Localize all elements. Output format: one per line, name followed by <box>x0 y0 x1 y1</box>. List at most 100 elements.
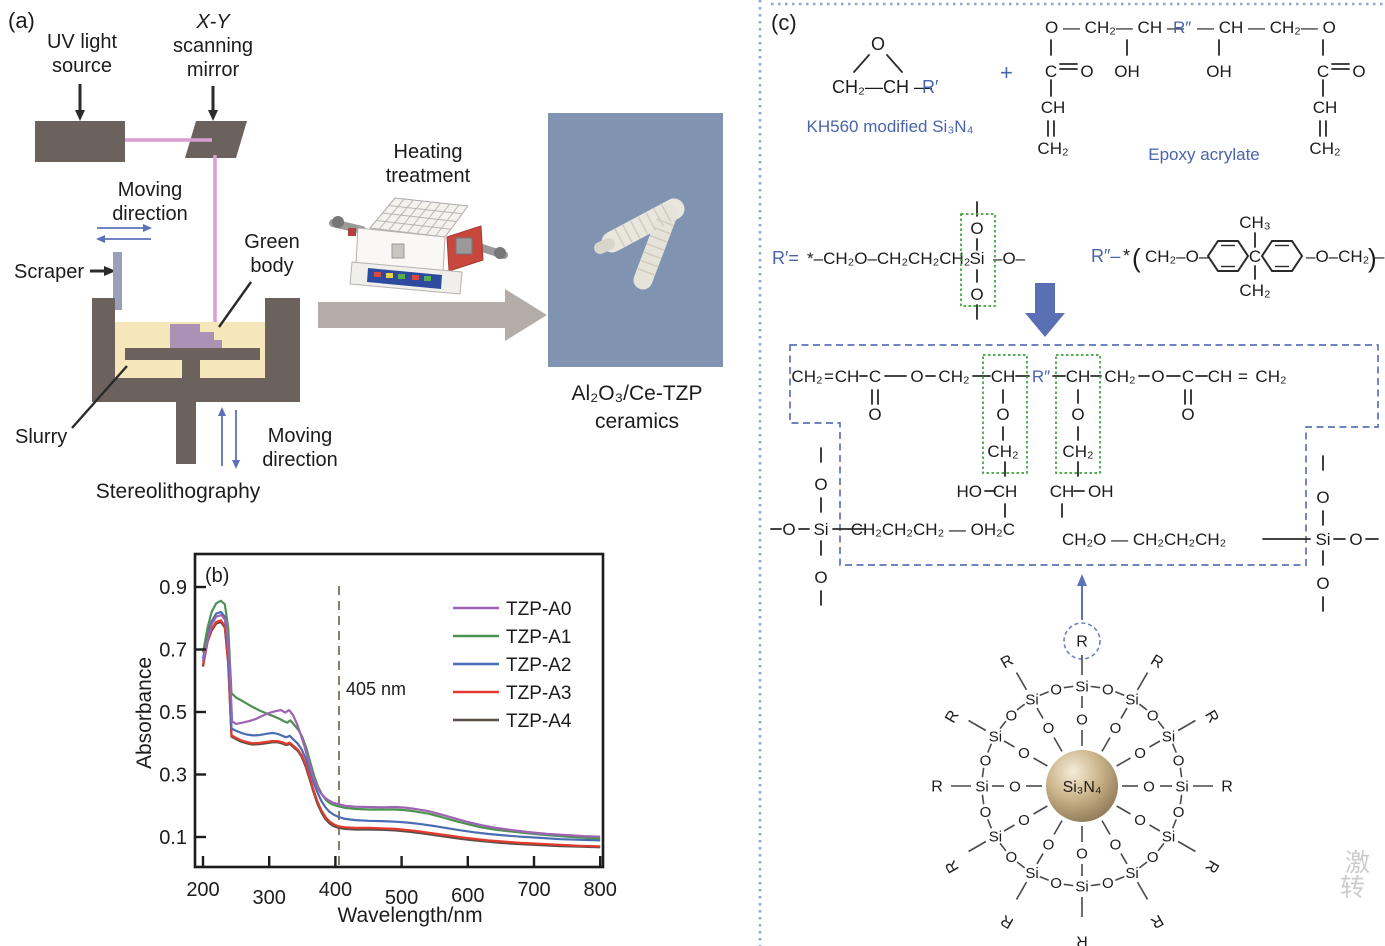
particle-atom-label: R <box>1076 933 1088 946</box>
particle-atom-label: Si <box>1075 678 1088 695</box>
svg-text:=: = <box>1238 367 1248 386</box>
bonds <box>1047 39 1350 137</box>
particle-atom-label: O <box>1018 812 1030 829</box>
svg-text:C: C <box>1045 62 1057 81</box>
panel-a-tag: (a) <box>8 8 35 33</box>
moving-h-arrow-icons <box>96 224 152 243</box>
particle-atom-label: Si <box>1075 878 1088 895</box>
particle-atom-label: O <box>1009 778 1021 795</box>
particle-atom-label: R <box>1147 911 1166 932</box>
legend-label: TZP-A3 <box>506 683 571 704</box>
scraper-blade <box>113 252 122 310</box>
svg-text:O: O <box>814 568 827 587</box>
glycidyl-highlight-right <box>1055 354 1101 474</box>
green-body-label-1: Green <box>244 231 300 253</box>
si3n4-core-label: Si₃N₄ <box>1063 779 1102 796</box>
result-label-1: Al₂O₃/Ce-TZP <box>571 382 702 405</box>
svg-text:CH₂–O–: CH₂–O– <box>1145 247 1209 266</box>
particle-atom-label: R <box>998 911 1017 932</box>
svg-text:OH: OH <box>1114 62 1140 81</box>
plus-sign: + <box>1000 60 1013 85</box>
svg-text:O: O <box>1071 405 1084 424</box>
y-tick-label: 0.1 <box>159 827 187 849</box>
particle-atom-label: Si <box>975 778 988 795</box>
svg-text:–*: –* <box>1375 247 1385 266</box>
moving-h-label-1: Moving <box>118 179 182 201</box>
curve-TZP-A1 <box>201 599 601 840</box>
panel-b-tag: (b) <box>205 565 229 587</box>
y-tick-label: 0.7 <box>159 640 187 662</box>
svg-text:O: O <box>814 475 827 494</box>
svg-text:CH₂: CH₂ <box>1309 139 1340 158</box>
uv-source-box <box>35 121 125 162</box>
svg-text:HO: HO <box>957 482 983 501</box>
moving-h-label-2: direction <box>112 203 188 225</box>
svg-text:CH: CH <box>1050 482 1075 501</box>
watermark-line-2: 转 <box>1340 874 1365 902</box>
particle-atom-label: O <box>1147 849 1159 866</box>
kh560-caption: KH560 modified Si₃N₄ <box>807 117 974 136</box>
si3n4-sphere <box>1046 750 1118 822</box>
particle-atom-label: O <box>1102 875 1114 892</box>
particle-atom-label: O <box>1018 745 1030 762</box>
x-tick-label: 800 <box>584 879 617 901</box>
svg-text:CH₂CH₂CH₂ — OH₂C: CH₂CH₂CH₂ — OH₂C <box>851 520 1015 539</box>
svg-text:–O–: –O– <box>993 249 1026 268</box>
particle-atom-label: O <box>1134 745 1146 762</box>
y-tick-label: 0.9 <box>159 577 187 599</box>
particle-atom-label: O <box>1173 804 1185 821</box>
svg-text:CH: CH <box>1041 98 1066 117</box>
ceramics-photo <box>548 113 723 367</box>
svg-text:— CH — CH₂— O: — CH — CH₂— O <box>1197 18 1336 37</box>
particle-atom-label: R <box>998 652 1017 673</box>
green-body-part <box>170 324 222 348</box>
particle-atom-label: Si <box>1025 692 1038 709</box>
heating-label-1: Heating <box>394 141 463 163</box>
particle-atom-label: O <box>1110 720 1122 737</box>
uv-label-2: source <box>52 55 112 77</box>
svg-text:CH: CH <box>1313 98 1338 117</box>
r-prime: R′ <box>922 77 939 97</box>
svg-text:O: O <box>1349 530 1362 549</box>
svg-text:=: = <box>824 367 834 386</box>
svg-text:CH₂: CH₂ <box>1062 442 1093 461</box>
svg-text:O: O <box>868 405 881 424</box>
chart-curves <box>201 599 601 849</box>
svg-text:CH₃: CH₃ <box>1239 213 1270 232</box>
svg-text:R″: R″ <box>1173 18 1191 37</box>
particle-atom-label: R <box>931 779 943 796</box>
svg-text:CH₂: CH₂ <box>1104 367 1135 386</box>
particle-atom-label: O <box>1147 708 1159 725</box>
svg-text:CH₂: CH₂ <box>1239 281 1270 300</box>
silane-highlight-box <box>960 213 996 307</box>
particle-atom-label: Si <box>1025 865 1038 882</box>
uv-label-1: UV light <box>47 31 117 53</box>
x-tick-label: 200 <box>186 879 219 901</box>
process-label: Stereolithography <box>96 480 261 503</box>
r-double-prime-definition: R″– * ( CH₂–O– C CH₃ CH₂ –O–CH₂ ) –* <box>1091 213 1385 300</box>
particle-atom-label: R <box>1147 652 1166 673</box>
process-arrow-icon <box>318 289 547 341</box>
svg-text:CH₂: CH₂ <box>1255 367 1286 386</box>
svg-text:CH₂: CH₂ <box>938 367 969 386</box>
particle-atom-label: O <box>1110 836 1122 853</box>
panel-c-chemistry: (c) O CH₂—CH — R′ KH560 modified Si₃N₄ +… <box>758 0 1385 946</box>
xy-label-2: scanning <box>173 35 253 57</box>
particle-atom-label: O <box>1076 845 1088 862</box>
svg-text:C: C <box>1249 247 1261 266</box>
svg-text:*: * <box>1123 246 1130 266</box>
moving-v-label-2: direction <box>262 449 338 471</box>
particle-atom-label: O <box>1043 836 1055 853</box>
particle-atom-label: O <box>1134 812 1146 829</box>
svg-text:O: O <box>1316 574 1329 593</box>
legend-label: TZP-A0 <box>506 599 571 620</box>
particle-atom-label: Si <box>1162 828 1175 845</box>
particle-atom-label: Si <box>1125 865 1138 882</box>
particle-arrow-icon <box>1077 574 1087 620</box>
epoxy-acrylate-caption: Epoxy acrylate <box>1148 145 1260 164</box>
particle-atom-label: O <box>1043 720 1055 737</box>
